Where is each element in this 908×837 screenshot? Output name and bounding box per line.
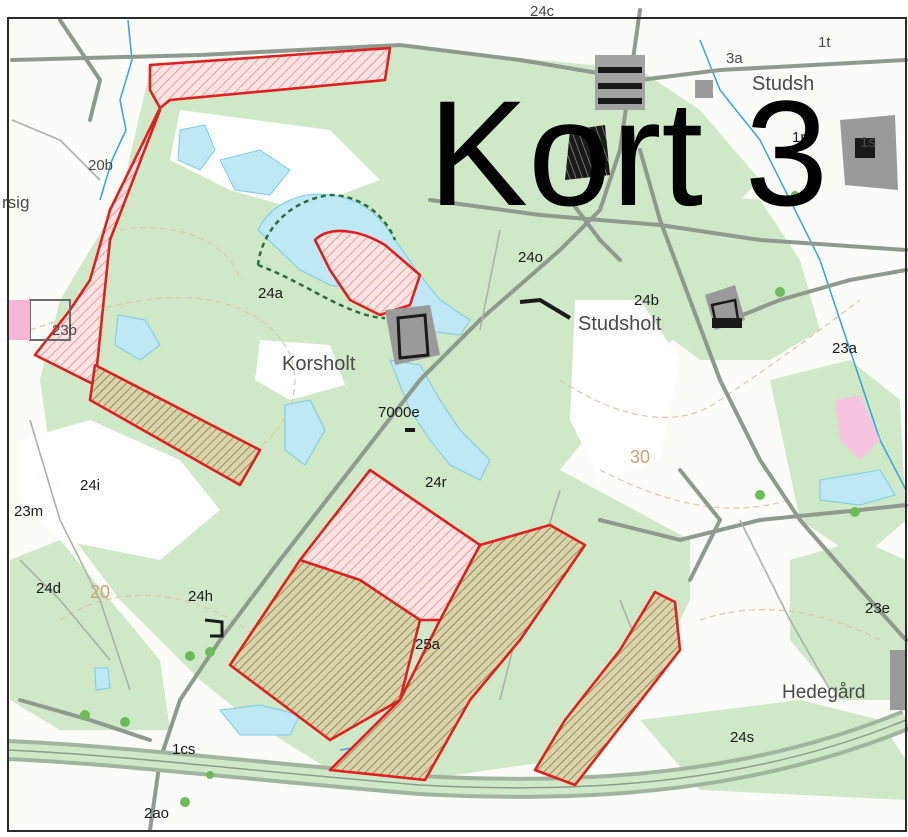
open-fields: [20, 110, 680, 560]
label-24c: 24c: [530, 3, 555, 20]
parcel-west-olive: [88, 363, 262, 487]
parcel-west-strip: [33, 106, 162, 387]
parcel-east-olive-strip: [328, 523, 587, 782]
label-1s: 1s: [860, 134, 876, 151]
label-hedegaard: Hedegård: [782, 682, 865, 703]
parcel-lake-island: [313, 229, 422, 317]
label-1t: 1t: [818, 34, 831, 51]
parcel-north-strip: [148, 46, 392, 110]
buildings: [29, 55, 906, 710]
label-contour-20: 20: [90, 582, 110, 602]
label-1m: 1m: [792, 129, 813, 146]
label-23e: 23e: [865, 600, 890, 617]
label-24o: 24o: [518, 249, 543, 266]
label-1cs: 1cs: [172, 741, 195, 758]
label-7000e: 7000e: [378, 404, 420, 421]
label-24a: 24a: [258, 285, 284, 302]
label-20b: 20b: [88, 157, 113, 174]
place-labels: 24c 3a 1t Studsh 1m 1s 20b rsig 24a 23b …: [2, 3, 890, 822]
label-studsholt: Studsholt: [578, 313, 662, 335]
label-2ao: 2ao: [144, 805, 169, 822]
label-sig: rsig: [2, 193, 29, 212]
label-24s: 24s: [730, 729, 754, 746]
contour-lines: [29, 226, 881, 641]
label-3a: 3a: [726, 50, 743, 67]
label-korsholt: Korsholt: [282, 353, 356, 375]
roads: [10, 8, 908, 832]
parcel-far-east: [533, 590, 682, 787]
tree-symbols: [80, 191, 860, 807]
label-23b: 23b: [52, 322, 77, 339]
marked-parcels: [33, 46, 682, 787]
map-frame: [7, 17, 907, 832]
protected-area-boundary: [256, 193, 397, 266]
label-24b: 24b: [634, 292, 659, 309]
label-23m: 23m: [14, 503, 43, 520]
label-24d: 24d: [36, 580, 61, 597]
highway: [7, 709, 908, 799]
label-24r: 24r: [425, 474, 447, 491]
pink-zone-east: [835, 395, 880, 460]
pink-zone-west: [8, 300, 30, 340]
map-title: Kort 3: [428, 69, 828, 237]
label-24i: 24i: [80, 477, 100, 494]
label-studsh-top: Studsh: [752, 73, 814, 95]
label-23a: 23a: [832, 340, 858, 357]
label-25a: 25a: [415, 636, 441, 653]
label-24h: 24h: [188, 588, 213, 605]
striped-field-building: [565, 125, 610, 180]
label-contour-30: 30: [630, 447, 650, 467]
